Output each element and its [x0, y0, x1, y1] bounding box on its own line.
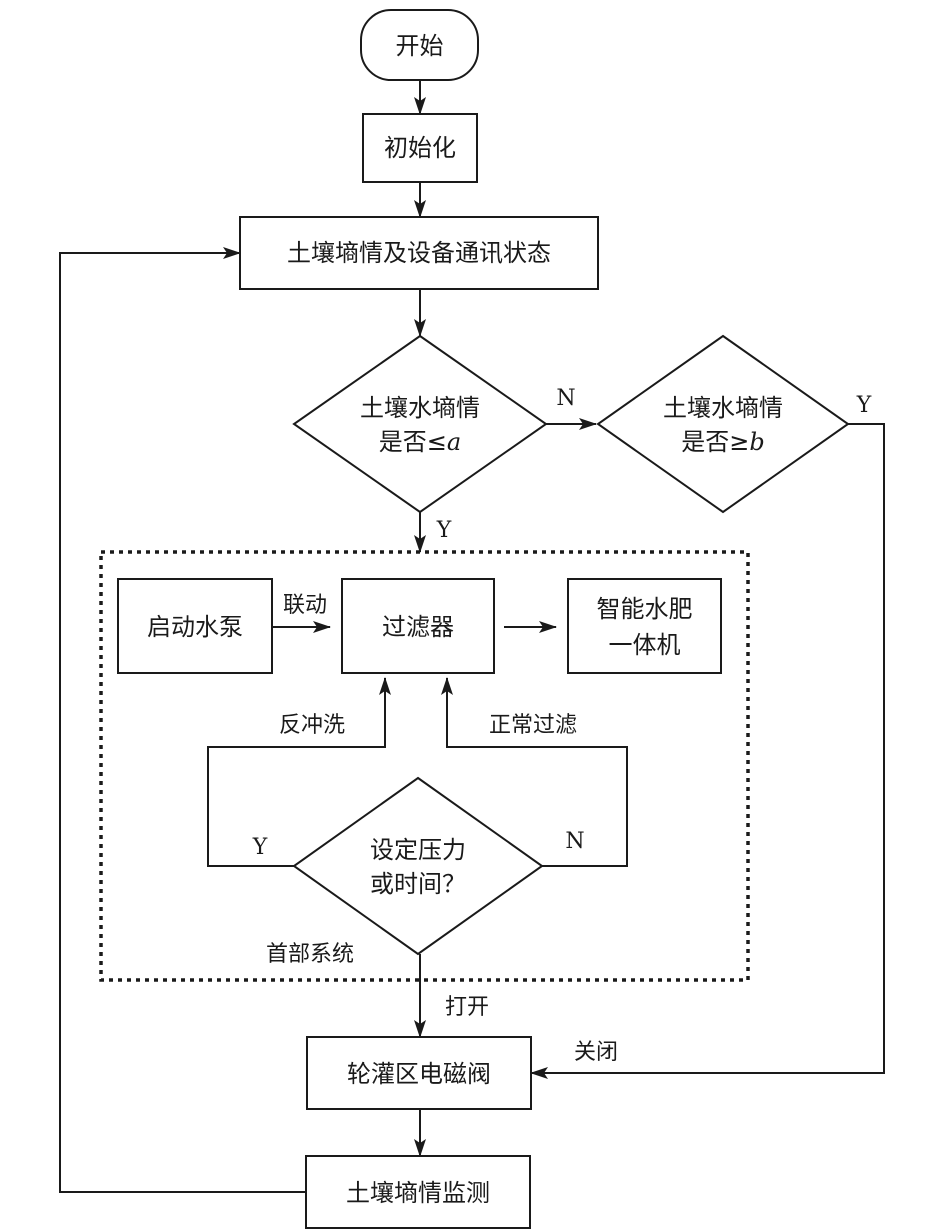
node-filter-label: 过滤器 — [382, 613, 454, 641]
node-pressure: 设定压力 或时间？ — [292, 776, 544, 956]
label-head-system: 首部系统 — [266, 942, 354, 967]
node-cond-a-line2: 是否≤a — [379, 428, 461, 456]
node-valve-label: 轮灌区电磁阀 — [347, 1060, 491, 1088]
node-cond-b-var: b — [749, 428, 764, 456]
node-monitor: 土壤墒情监测 — [305, 1155, 531, 1229]
label-linkage: 联动 — [283, 593, 327, 618]
node-init-label: 初始化 — [384, 134, 456, 162]
node-pressure-line2: 或时间？ — [370, 870, 466, 898]
node-soil-comm-label: 土壤墒情及设备通讯状态 — [287, 239, 551, 267]
label-cond-a-yes: Y — [436, 518, 452, 543]
node-cond-b-line1: 土壤水墒情 — [663, 394, 783, 422]
node-cond-a-var: a — [447, 428, 461, 456]
node-init: 初始化 — [362, 113, 478, 183]
label-cond-b-yes: Y — [856, 393, 872, 418]
node-pump-label: 启动水泵 — [147, 613, 243, 641]
node-pressure-line1: 设定压力 — [370, 836, 466, 864]
node-cond-b-prefix: 是否≥ — [681, 428, 749, 456]
label-cond-a-no: N — [556, 386, 575, 411]
label-close: 关闭 — [574, 1040, 618, 1065]
node-cond-b-line2: 是否≥b — [681, 428, 764, 456]
node-fertigation: 智能水肥 一体机 — [567, 578, 722, 674]
edge-pressure-no-normal-filter — [441, 677, 628, 867]
label-pressure-no: N — [565, 829, 584, 854]
node-valve: 轮灌区电磁阀 — [306, 1036, 532, 1110]
edge-pressure-yes-backwash — [207, 677, 391, 867]
node-start: 开始 — [360, 9, 479, 81]
node-filter: 过滤器 — [341, 578, 495, 674]
node-soil-comm: 土壤墒情及设备通讯状态 — [239, 216, 599, 290]
label-pressure-yes: Y — [252, 835, 268, 860]
node-monitor-label: 土壤墒情监测 — [346, 1179, 490, 1207]
node-cond-a-prefix: 是否≤ — [379, 428, 447, 456]
edge-cond-b-yes-to-valve-close — [530, 423, 885, 1079]
edge-monitor-loop-back — [59, 247, 306, 1193]
label-normal-filter: 正常过滤 — [489, 713, 577, 738]
node-start-label: 开始 — [396, 32, 444, 60]
node-cond-a: 土壤水墒情 是否≤a — [292, 334, 548, 514]
head-system-boundary — [99, 550, 750, 982]
node-pump: 启动水泵 — [117, 578, 273, 674]
node-cond-a-line1: 土壤水墒情 — [360, 394, 480, 422]
node-cond-b: 土壤水墒情 是否≥b — [596, 334, 850, 514]
node-fertigation-line2: 一体机 — [609, 631, 681, 659]
label-backwash: 反冲洗 — [279, 713, 345, 738]
label-open: 打开 — [445, 995, 489, 1020]
node-fertigation-line1: 智能水肥 — [597, 595, 693, 623]
